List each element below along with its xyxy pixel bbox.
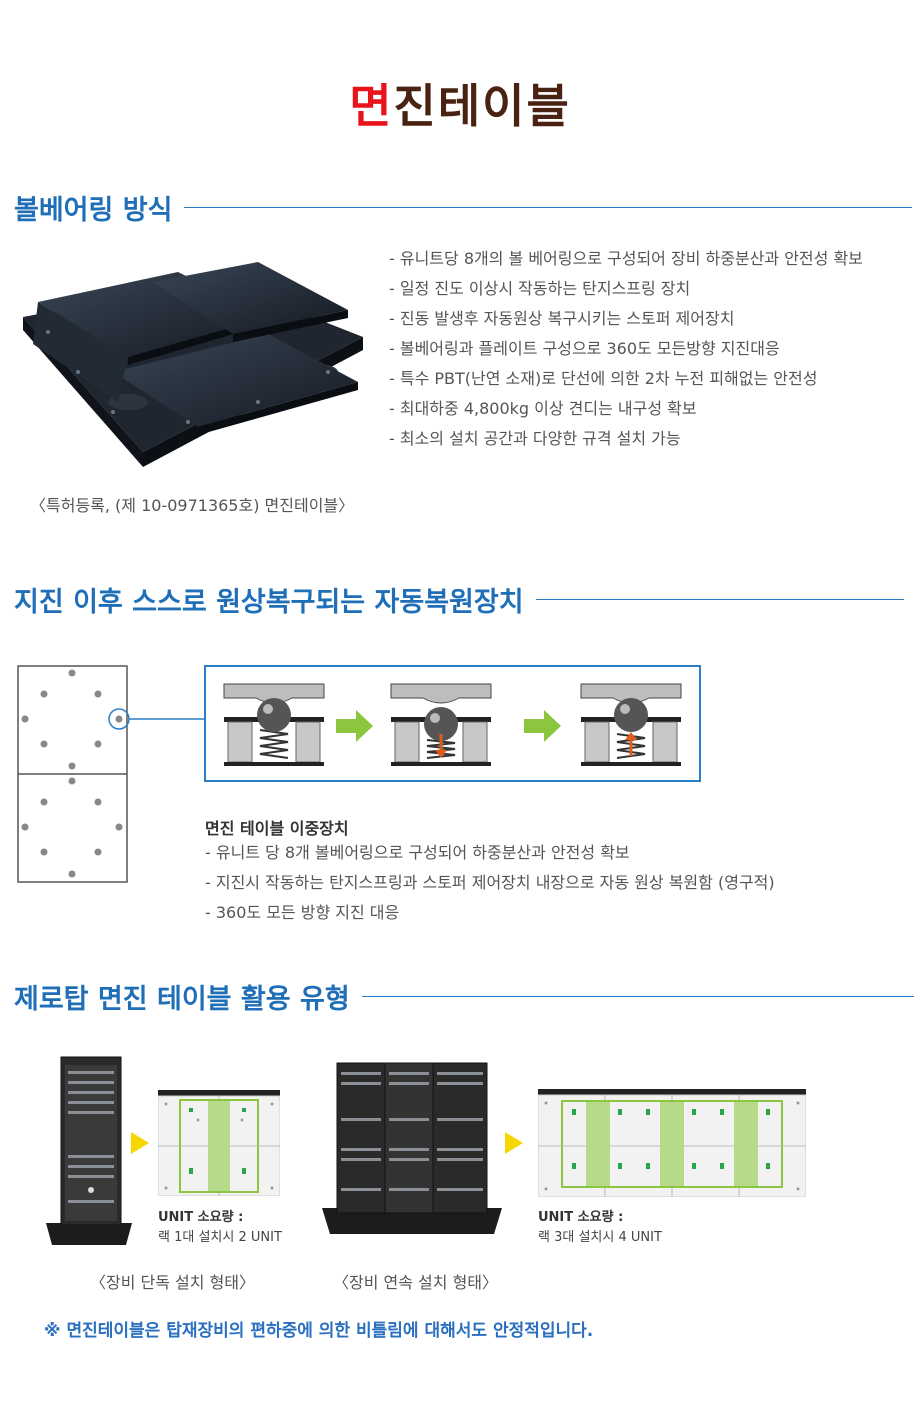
section-heading-ball-bearing: 볼베어링 방식 (14, 188, 913, 227)
single-install-caption: 〈장비 단독 설치 형태〉 (90, 1273, 256, 1292)
dual-device-list: - 유니트 당 8개 볼베어링으로 구성되어 하중분산과 안전성 확보 - 지진… (205, 838, 775, 928)
dual-device-title: 면진 테이블 이중장치 (205, 819, 349, 838)
mechanism-step-1 (223, 683, 325, 766)
arrow-right-icon (505, 1132, 523, 1154)
mechanism-step-2 (390, 683, 492, 766)
section-heading-text: 제로탑 면진 테이블 활용 유형 (14, 984, 350, 1015)
section-heading-auto-restore: 지진 이후 스스로 원상복구되는 자동복원장치 (14, 580, 904, 619)
title-highlight: 면 (349, 79, 394, 133)
feature-item: - 유니트당 8개의 볼 베어링으로 구성되어 장비 하중분산과 안전성 확보 (389, 249, 863, 268)
heading-rule (184, 207, 913, 208)
heading-rule (361, 996, 914, 997)
multi-layout-diagram (538, 1089, 806, 1197)
heading-rule (535, 599, 904, 600)
feature-item: - 볼베어링과 플레이트 구성으로 360도 모든방향 지진대응 (389, 339, 780, 358)
patent-caption: 〈특허등록, (제 10-0971365호) 면진테이블〉 (30, 496, 355, 515)
mechanism-step-3 (580, 683, 682, 766)
multi-unit-label: UNIT 소요량 : (538, 1210, 624, 1225)
single-layout-diagram (158, 1090, 280, 1196)
arrow-right-icon (131, 1132, 149, 1154)
bearing-unit-plan (17, 665, 205, 883)
multi-unit-value: 랙 3대 설치시 4 UNIT (538, 1230, 662, 1245)
dual-device-item: - 360도 모든 방향 지진 대응 (205, 903, 400, 922)
feature-item: - 최대하중 4,800kg 이상 견디는 내구성 확보 (389, 399, 697, 418)
restore-mechanism-diagram (17, 665, 701, 883)
single-unit-value: 랙 1대 설치시 2 UNIT (158, 1230, 282, 1245)
feature-list: - 유니트당 8개의 볼 베어링으로 구성되어 장비 하중분산과 안전성 확보 … (389, 244, 863, 454)
dual-device-item: - 지진시 작동하는 탄지스프링과 스토퍼 제어장치 내장으로 자동 원상 복원… (205, 873, 775, 892)
stability-note: ※ 면진테이블은 탑재장비의 편하중에 의한 비틀림에 대해서도 안정적입니다. (44, 1321, 594, 1341)
section-heading-usage-types: 제로탑 면진 테이블 활용 유형 (14, 977, 914, 1016)
title-rest: 진테이블 (393, 79, 571, 133)
feature-item: - 특수 PBT(난연 소재)로 단선에 의한 2차 누전 피해없는 안전성 (389, 369, 818, 388)
seismic-table-photo (23, 262, 363, 467)
arrow-right-icon (336, 710, 373, 742)
page-title: 면진테이블 (0, 70, 920, 136)
dual-device-item: - 유니트 당 8개 볼베어링으로 구성되어 하중분산과 안전성 확보 (205, 843, 630, 862)
feature-item: - 최소의 설치 공간과 다양한 규격 설치 가능 (389, 429, 681, 448)
section-heading-text: 지진 이후 스스로 원상복구되는 자동복원장치 (14, 587, 524, 618)
multi-install-caption: 〈장비 연속 설치 형태〉 (333, 1273, 499, 1292)
single-unit-label: UNIT 소요량 : (158, 1210, 244, 1225)
arrow-right-icon (524, 710, 561, 742)
feature-item: - 진동 발생후 자동원상 복구시키는 스토퍼 제어장치 (389, 309, 735, 328)
single-rack-photo (46, 1056, 132, 1245)
section-heading-text: 볼베어링 방식 (14, 195, 173, 226)
multi-rack-photo (322, 1062, 502, 1234)
feature-item: - 일정 진도 이상시 작동하는 탄지스프링 장치 (389, 279, 691, 298)
